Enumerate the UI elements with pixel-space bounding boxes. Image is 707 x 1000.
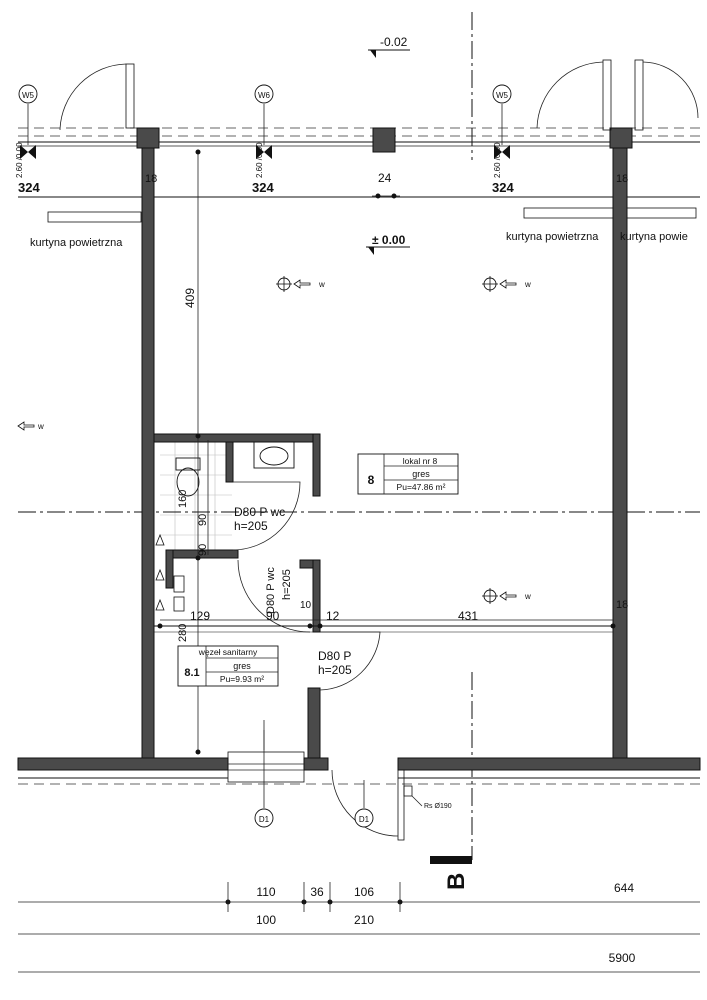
dim-280: 280 <box>177 624 189 642</box>
dim-129: 129 <box>190 609 210 623</box>
lokal-title: lokal nr 8 <box>403 456 438 466</box>
window-tag-right: W5 <box>496 91 509 100</box>
window-tag-circle-left <box>18 84 38 104</box>
curtain-right-label-b: kurtyna powie <box>620 231 688 243</box>
bottom-dimension-lines <box>18 882 700 973</box>
dim-90-a: 90 <box>197 514 209 526</box>
bottom-dim-210: 210 <box>354 913 374 927</box>
bathroom-door-swings <box>154 481 613 691</box>
door-wc-height: h=205 <box>234 519 268 533</box>
pier-width: 24 <box>378 171 392 185</box>
curtain-left-label: kurtyna powietrzna <box>30 237 123 249</box>
window-left-width: 324 <box>18 180 40 195</box>
bathroom-walls <box>153 433 321 759</box>
window-tag-mid: W6 <box>258 91 271 100</box>
bottom-dim-110: 110 <box>256 885 275 899</box>
window-tag-left: W5 <box>22 91 35 100</box>
window-tag-circle-right <box>492 84 512 104</box>
bottom-facade <box>17 720 701 808</box>
radiator-marker-1: w <box>318 280 325 289</box>
wezel-number: 8.1 <box>184 667 199 679</box>
window-left-sub: 2.60 /0.00 <box>15 142 24 178</box>
dim-12: 12 <box>326 609 340 623</box>
radiator-markers <box>17 276 517 611</box>
wall-thickness-right: 18 <box>616 173 628 185</box>
wall-thickness-right-low: 18 <box>616 599 628 611</box>
dim-10: 10 <box>300 600 312 611</box>
radiator-marker-4: w <box>37 422 44 431</box>
bottom-dim-106: 106 <box>354 885 374 899</box>
washbasin <box>253 441 295 469</box>
door-main-height: h=205 <box>318 663 352 677</box>
wc-toilet <box>175 457 201 497</box>
window-tag-circle-mid <box>254 84 274 104</box>
air-curtains <box>47 207 697 223</box>
bottom-dim-total: 5900 <box>609 951 636 965</box>
lokal-floor: gres <box>412 469 430 479</box>
top-facade <box>18 127 700 198</box>
wezel-floor: gres <box>233 661 251 671</box>
wezel-area: Pu=9.93 m² <box>220 674 264 684</box>
window-right-sub: 2.60 /0.00 <box>493 142 502 178</box>
door-main-label: D80 P <box>318 649 351 663</box>
top-door-swings <box>59 59 699 131</box>
column-top-right <box>609 127 633 149</box>
level-floor: ± 0.00 <box>372 233 406 247</box>
door-tag-bottom: D1 <box>359 815 370 824</box>
door-wc-label: D80 P wc <box>234 505 285 519</box>
bottom-dim-100: 100 <box>256 913 276 927</box>
section-arrow <box>430 856 472 864</box>
lokal-number: 8 <box>368 473 375 487</box>
dim-409: 409 <box>183 288 197 308</box>
window-mid-sub: 2.60 /0.00 <box>255 142 264 178</box>
window-tag-bottom: D1 <box>259 815 270 824</box>
rs-label: Rs Ø190 <box>424 803 452 810</box>
door-wc2-height: h=205 <box>281 569 293 600</box>
window-mid-width: 324 <box>252 180 274 195</box>
window-symbols <box>18 84 512 159</box>
radiator-marker-2: w <box>524 280 531 289</box>
dim-90: 90 <box>266 609 280 623</box>
room-tag-lokal <box>357 453 459 495</box>
room-tag-wezel <box>177 645 279 687</box>
level-top: -0.02 <box>380 35 408 49</box>
bottom-dim-644: 644 <box>614 881 634 895</box>
bathroom-tile-grid <box>160 442 232 555</box>
level-markers <box>366 49 410 255</box>
dim-431: 431 <box>458 609 478 623</box>
dim-160: 160 <box>177 490 189 508</box>
curtain-right-label-a: kurtyna powietrzna <box>506 231 599 243</box>
bottom-dim-36: 36 <box>310 885 324 899</box>
wall-left <box>141 147 155 759</box>
dim-90-b: 90 <box>197 544 209 556</box>
wall-thickness-left: 18 <box>145 173 157 185</box>
entrance-door-swing <box>254 769 423 841</box>
wezel-title: węzeł sanitarny <box>198 647 258 657</box>
radiator-marker-3: w <box>524 592 531 601</box>
lokal-area: Pu=47.86 m² <box>397 482 446 492</box>
bottom-window <box>227 751 305 783</box>
door-wc2-label: D80 P wc <box>265 567 277 614</box>
window-right-width: 324 <box>492 180 514 195</box>
column-top-left <box>136 127 160 149</box>
section-mark: B <box>443 873 470 890</box>
column-top-mid <box>372 127 396 153</box>
